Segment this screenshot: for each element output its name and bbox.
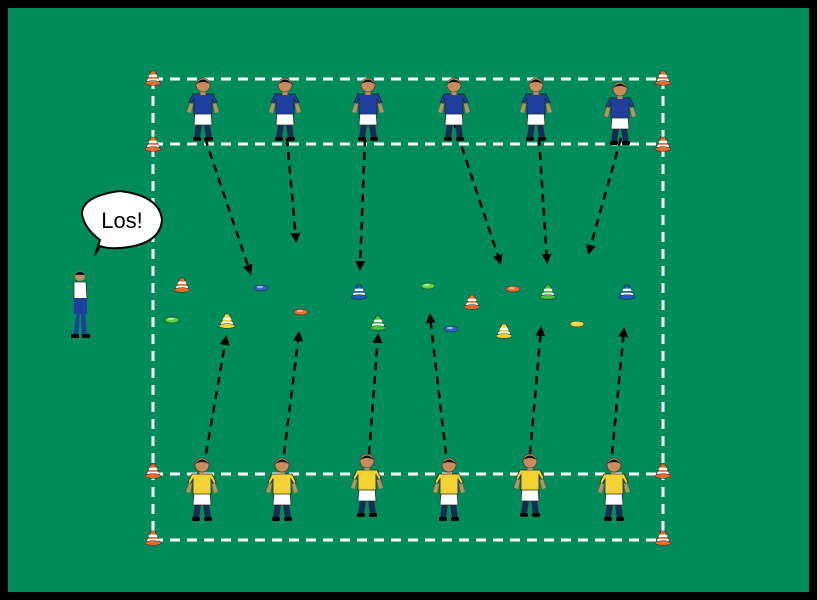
disc-icon [505, 285, 521, 293]
blue-team-arrows [203, 119, 623, 275]
coach-speech-text: Los! [101, 208, 143, 233]
yellow-team-arrows [204, 313, 629, 455]
disc-icon [253, 284, 269, 292]
disc-icon [569, 320, 585, 328]
speech-bubble: Los! [80, 189, 164, 256]
boundary-lines [151, 77, 665, 542]
disc-icon [293, 308, 309, 316]
disc-icon [420, 282, 436, 290]
coach [71, 271, 90, 338]
disc-icon [164, 316, 180, 324]
disc-icon [443, 325, 459, 333]
